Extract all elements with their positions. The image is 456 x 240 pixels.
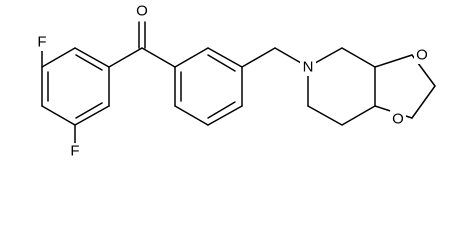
bond [374,54,413,68]
methylene-bond [241,47,276,68]
bond [207,47,243,68]
dioxolane-ring [374,54,436,119]
double-bond-inner [75,102,103,119]
bond [174,47,209,68]
difluorophenyl-ring [41,47,110,126]
piperidine-ring [307,47,376,126]
atom-label-nitrogen: N [303,59,314,76]
double-bond-inner [75,54,103,71]
bond [341,105,376,126]
bond [74,105,110,126]
double-bond-inner [207,101,236,119]
bond [41,105,76,126]
bond [108,47,143,68]
atom-label-fluorine-bottom: F [70,143,79,160]
bond [207,105,243,126]
bond [341,47,376,68]
bond [411,85,436,119]
phenyl-ring-middle [174,47,243,126]
bond [307,105,343,126]
bond [41,47,76,68]
bond [141,47,176,68]
molecule-structure-diagram: O F F N O O [37,2,436,160]
atom-label-oxygen-ring-top: O [416,47,428,64]
bond [74,47,110,68]
bond [174,105,209,126]
double-bond-inner [207,54,236,72]
atom-label-fluorine-top: F [37,34,46,51]
atom-label-oxygen-carbonyl: O [136,3,148,20]
atom-label-oxygen-ring-bottom: O [392,111,404,128]
carbonyl-group [108,21,176,68]
